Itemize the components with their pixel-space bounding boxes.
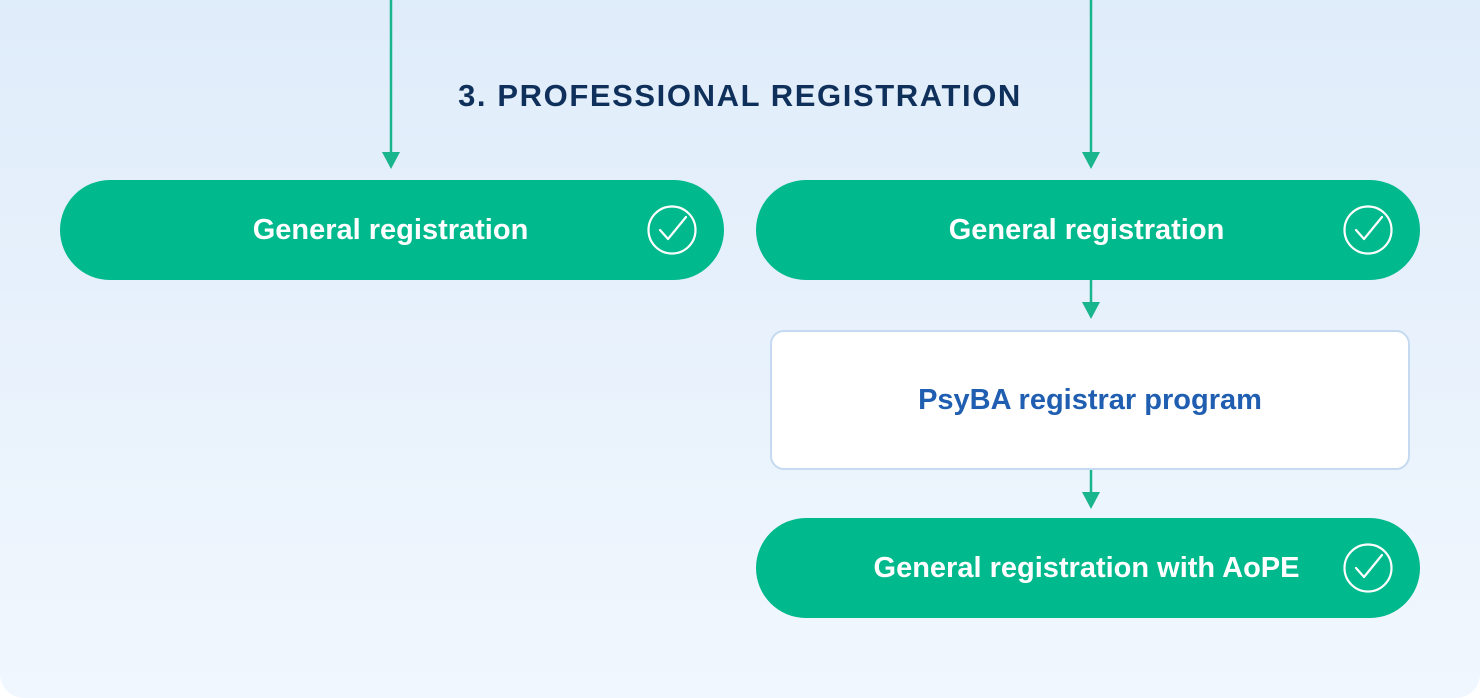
psyba-registrar-program-box: PsyBA registrar program <box>770 330 1410 470</box>
right-arrowhead-program <box>1082 302 1100 319</box>
left-general-registration-pill: General registration <box>60 180 724 280</box>
general-registration-with-aope-pill: General registration with AoPE <box>756 518 1420 618</box>
left-arrowhead <box>382 152 400 169</box>
check-circle-icon <box>647 205 697 255</box>
pill-label: General registration <box>252 213 529 246</box>
pill-label: General registration with AoPE <box>873 551 1300 584</box>
right-arrowhead-top <box>1082 152 1100 169</box>
program-box-label: PsyBA registrar program <box>918 383 1262 416</box>
right-general-registration-pill: General registration <box>756 180 1420 280</box>
pill-label: General registration <box>948 213 1225 246</box>
right-arrowhead-aope <box>1082 492 1100 509</box>
section-title: 3. PROFESSIONAL REGISTRATION <box>458 78 1022 113</box>
check-circle-icon <box>1343 205 1393 255</box>
check-circle-icon <box>1343 543 1393 593</box>
